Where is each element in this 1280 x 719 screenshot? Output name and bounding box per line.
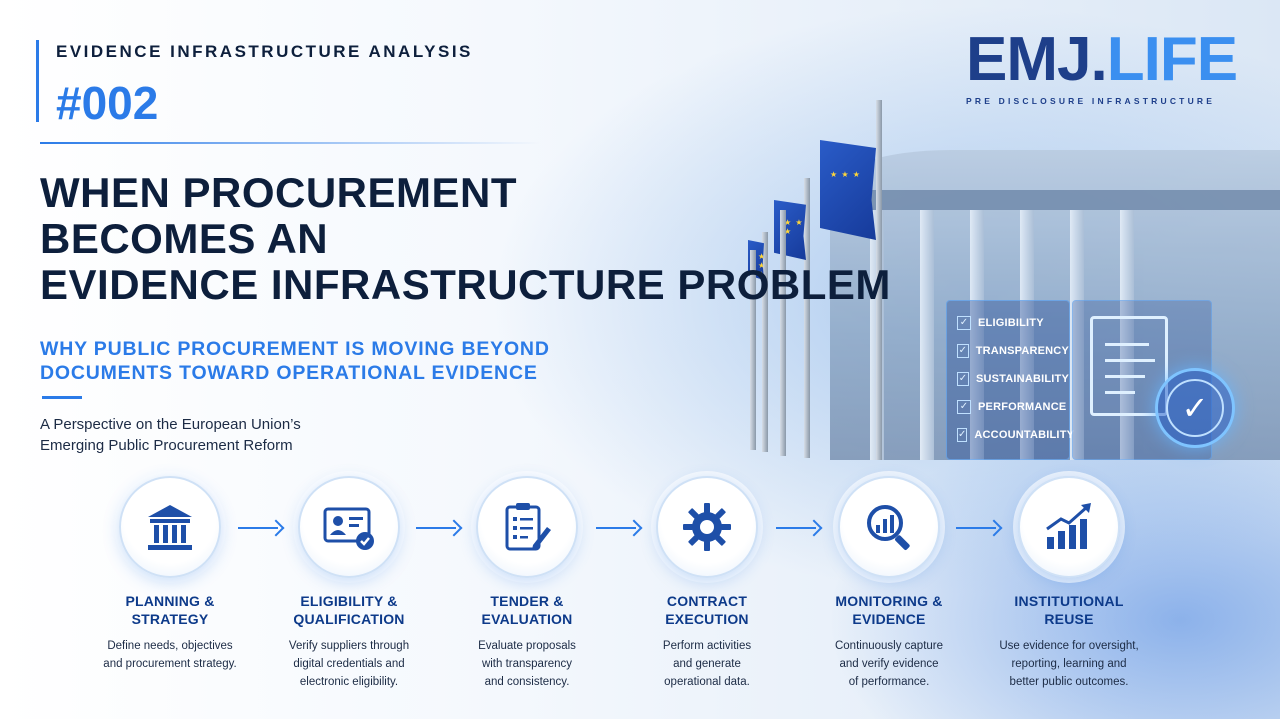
- criteria-checklist: ✓ ELIGIBILITY ✓ TRANSPARENCY ✓ SUSTAINAB…: [946, 300, 1074, 460]
- id-card-check-icon: [323, 507, 374, 550]
- checkbox-checked-icon: ✓: [957, 316, 971, 330]
- magnifier-chart-icon: [867, 505, 910, 550]
- checklist-item: ✓ TRANSPARENCY: [957, 337, 1069, 365]
- flag-pole: [804, 178, 810, 458]
- flag-pole: [762, 232, 768, 452]
- institution-icon: [148, 505, 192, 550]
- title-line: WHEN PROCUREMENT: [40, 169, 517, 216]
- checklist-item: ✓ ACCOUNTABILITY: [957, 421, 1074, 449]
- header-accent-bar: [36, 40, 39, 122]
- step-title: TENDER & EVALUATION: [481, 593, 573, 627]
- step-title: MONITORING & EVIDENCE: [835, 593, 943, 627]
- step-reuse: INSTITUTIONAL REUSE Use evidence for ove…: [984, 476, 1154, 691]
- subtitle: WHY PUBLIC PROCUREMENT IS MOVING BEYOND …: [40, 337, 550, 385]
- arrow-right-icon: [238, 518, 284, 538]
- subtitle-line: DOCUMENTS TOWARD OPERATIONAL EVIDENCE: [40, 362, 538, 384]
- step-description: Verify suppliers through digital credent…: [288, 640, 410, 688]
- step-icon-circle: [476, 476, 578, 578]
- perspective-line: A Perspective on the European Union’s: [40, 416, 301, 433]
- header-divider: [40, 142, 540, 144]
- step-monitoring: MONITORING & EVIDENCE Continuously captu…: [804, 476, 974, 691]
- title-line: BECOMES AN: [40, 215, 329, 262]
- verified-seal-icon: ✓: [1155, 368, 1235, 448]
- section-rule: [42, 396, 82, 399]
- subtitle-line: WHY PUBLIC PROCUREMENT IS MOVING BEYOND: [40, 338, 550, 360]
- checklist-label: SUSTAINABILITY: [975, 373, 1069, 385]
- document-icon: [1090, 316, 1168, 416]
- step-description: Perform activities and generate operatio…: [662, 640, 752, 688]
- arrow-right-icon: [596, 518, 642, 538]
- checklist-item: ✓ PERFORMANCE: [957, 393, 1069, 421]
- flag-pole: [750, 250, 756, 450]
- logo-wordmark: EMJ.LIFE: [966, 25, 1238, 94]
- series-label: EVIDENCE INFRASTRUCTURE ANALYSIS: [56, 42, 473, 61]
- step-title: PLANNING & STRATEGY: [125, 593, 215, 627]
- step-description: Use evidence for oversight, reporting, l…: [999, 640, 1139, 688]
- step-description: Define needs, objectives and procurement…: [103, 640, 237, 670]
- step-title: CONTRACT EXECUTION: [665, 593, 749, 627]
- growth-chart-icon: [1046, 503, 1091, 549]
- checklist-item: ✓ ELIGIBILITY: [957, 309, 1069, 337]
- step-title: ELIGIBILITY & QUALIFICATION: [293, 593, 405, 627]
- brand-logo: EMJ.LIFE PRE DISCLOSURE INFRASTRUCTURE: [966, 25, 1238, 107]
- perspective-line: Emerging Public Procurement Reform: [40, 437, 293, 454]
- checklist-label: ELIGIBILITY: [978, 317, 1044, 329]
- page-title: WHEN PROCUREMENT BECOMES AN EVIDENCE INF…: [40, 170, 891, 308]
- perspective-text: A Perspective on the European Union’s Em…: [40, 414, 301, 456]
- step-icon-circle: [298, 476, 400, 578]
- step-icon-circle: [838, 476, 940, 578]
- series-number: #002: [56, 77, 159, 129]
- checkbox-checked-icon: ✓: [957, 428, 968, 442]
- arrow-right-icon: [956, 518, 1002, 538]
- step-description: Continuously capture and verify evidence…: [834, 640, 944, 688]
- step-icon-circle: [119, 476, 221, 578]
- flag-pole: [876, 100, 882, 460]
- logo-tagline: PRE DISCLOSURE INFRASTRUCTURE: [966, 96, 1216, 106]
- step-title: INSTITUTIONAL REUSE: [1014, 593, 1124, 627]
- step-tender: TENDER & EVALUATION Evaluate proposals w…: [442, 476, 612, 691]
- checklist-label: PERFORMANCE: [978, 401, 1067, 413]
- flag-pole: [780, 210, 786, 456]
- step-icon-circle: [1018, 476, 1120, 578]
- checkbox-checked-icon: ✓: [957, 372, 969, 386]
- building-illustration: [830, 150, 1280, 460]
- checklist-label: ACCOUNTABILITY: [974, 429, 1075, 441]
- step-icon-circle: [656, 476, 758, 578]
- arrow-right-icon: [776, 518, 822, 538]
- arrow-right-icon: [416, 518, 462, 538]
- checklist-item: ✓ SUSTAINABILITY: [957, 365, 1069, 393]
- checkbox-checked-icon: ✓: [957, 344, 969, 358]
- step-contract: CONTRACT EXECUTION Perform activities an…: [622, 476, 792, 691]
- step-eligibility: ELIGIBILITY & QUALIFICATION Verify suppl…: [264, 476, 434, 691]
- gear-icon: [683, 503, 731, 551]
- title-line: EVIDENCE INFRASTRUCTURE PROBLEM: [40, 261, 891, 308]
- step-description: Evaluate proposals with transparency and…: [478, 640, 576, 688]
- eu-flag-icon: [774, 200, 806, 260]
- step-planning: PLANNING & STRATEGY Define needs, object…: [85, 476, 255, 673]
- checklist-label: TRANSPARENCY: [975, 345, 1069, 357]
- clipboard-pen-icon: [505, 503, 551, 551]
- checkbox-checked-icon: ✓: [957, 400, 971, 414]
- eu-flag-icon: [820, 140, 876, 240]
